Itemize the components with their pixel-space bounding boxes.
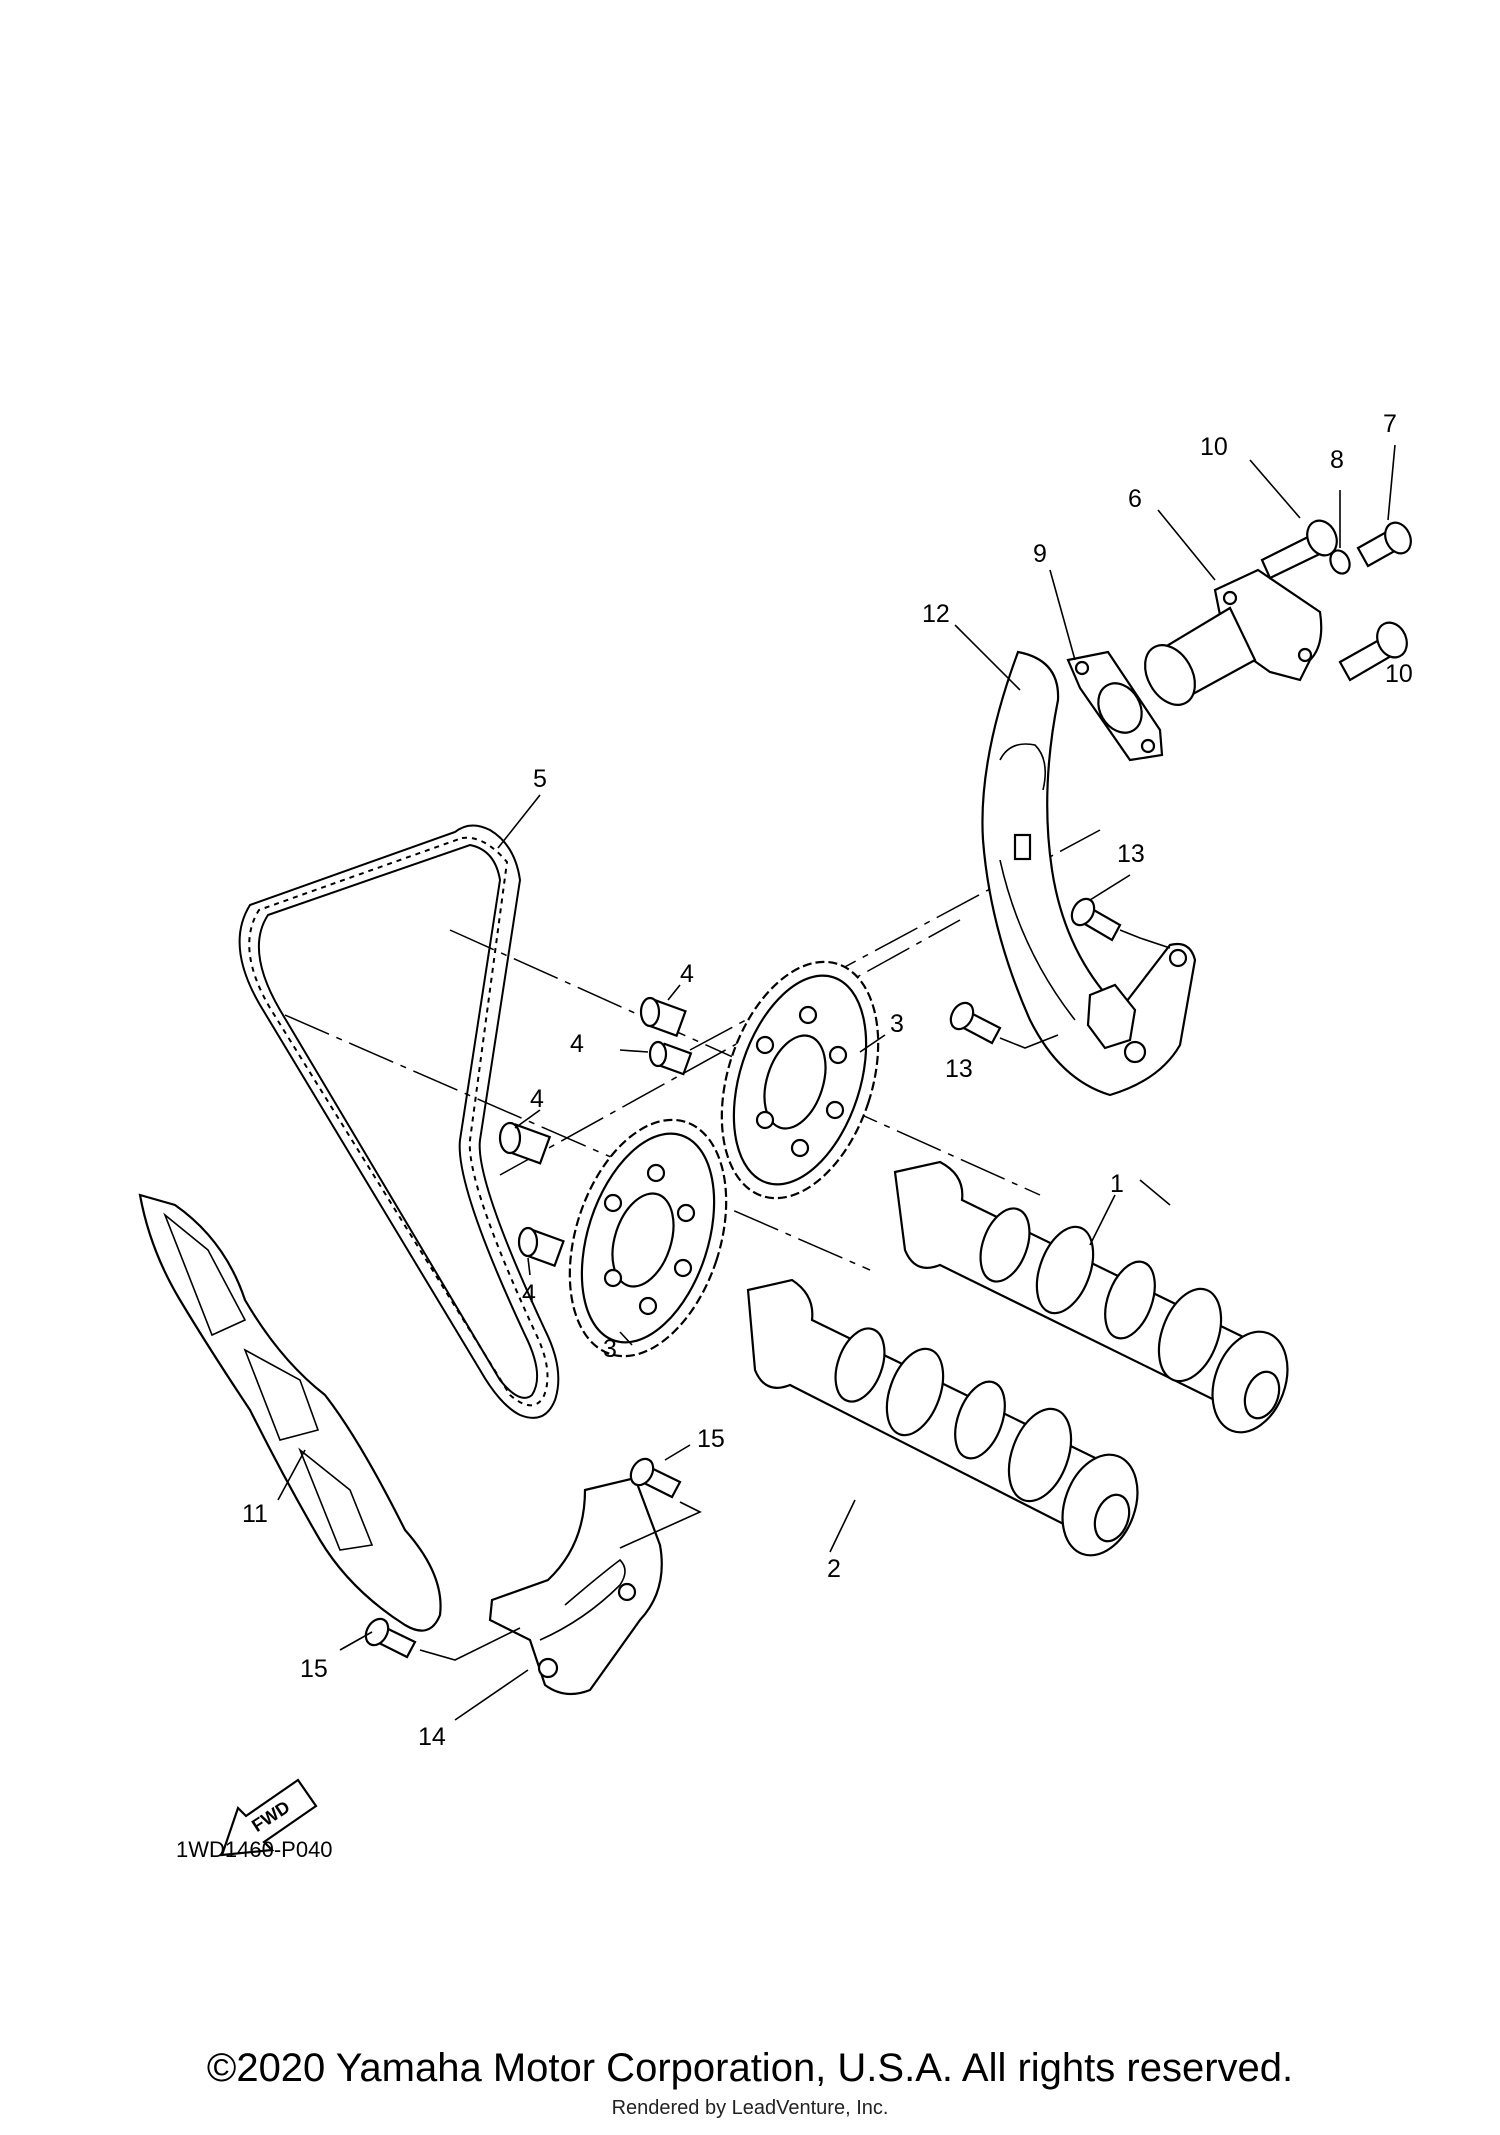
- callout-9: 9: [1033, 540, 1047, 568]
- bolt-4-a: [639, 996, 687, 1038]
- diagram-code: 1WD1460-P040: [176, 1837, 333, 1862]
- timing-chain: [238, 824, 560, 1419]
- rendered-by-credit: Rendered by LeadVenture, Inc.: [611, 2097, 889, 2119]
- callout-6: 6: [1128, 485, 1142, 513]
- camshaft-upper: [893, 1160, 1289, 1434]
- callout-15-upper: 15: [697, 1425, 725, 1453]
- cam-chain-tensioner: [1144, 568, 1323, 706]
- callout-13-upper: 13: [1117, 840, 1145, 868]
- chain-guide-lower: [488, 1476, 663, 1696]
- callout-numbers: 1 2 3 3 4 4 4 4 5 6 7 8 9 10 10 11 12 13…: [242, 410, 1413, 1751]
- callout-13-lower: 13: [945, 1055, 973, 1083]
- copyright-notice: ©2020 Yamaha Motor Corporation, U.S.A. A…: [206, 2046, 1294, 2090]
- bolt-15-upper: [629, 1457, 682, 1499]
- bolt-13-lower: [949, 1001, 1002, 1045]
- callout-2: 2: [827, 1555, 841, 1583]
- callout-10-upper: 10: [1200, 433, 1228, 461]
- callout-14: 14: [418, 1723, 446, 1751]
- bolt-13-upper: [1070, 897, 1122, 942]
- bolt-15-lower: [364, 1617, 417, 1659]
- bolt-4-b: [648, 1040, 693, 1076]
- washer-8: [1329, 549, 1351, 575]
- callout-4-a: 4: [680, 960, 694, 988]
- callout-4-d: 4: [522, 1280, 536, 1308]
- callout-4-c: 4: [530, 1085, 544, 1113]
- callout-4-b: 4: [570, 1030, 584, 1058]
- callout-1: 1: [1110, 1170, 1124, 1198]
- bolt-10-lower: [1338, 621, 1408, 682]
- callout-3-upper: 3: [890, 1010, 904, 1038]
- bolt-4-d: [517, 1226, 565, 1268]
- callout-8: 8: [1330, 446, 1344, 474]
- bolt-10-upper: [1260, 519, 1338, 580]
- callout-12: 12: [922, 600, 950, 628]
- tensioner-gasket: [1066, 650, 1164, 762]
- callout-7: 7: [1383, 410, 1397, 438]
- chain-guide-tensioner-side: [981, 650, 1197, 1097]
- cam-sprocket-upper: [720, 960, 880, 1200]
- callout-15-lower: 15: [300, 1655, 328, 1683]
- callout-3-lower: 3: [603, 1335, 617, 1363]
- bolt-4-c: [498, 1121, 552, 1165]
- chain-guide-fixed: [138, 1193, 442, 1632]
- callout-11: 11: [242, 1500, 268, 1528]
- callout-5: 5: [533, 765, 547, 793]
- callout-10-lower: 10: [1385, 660, 1413, 688]
- leader-lines: [277, 444, 1396, 1721]
- cam-sprocket-lower: [568, 1118, 728, 1358]
- bolt-7: [1356, 521, 1412, 568]
- camshaft-lower: [746, 1278, 1139, 1557]
